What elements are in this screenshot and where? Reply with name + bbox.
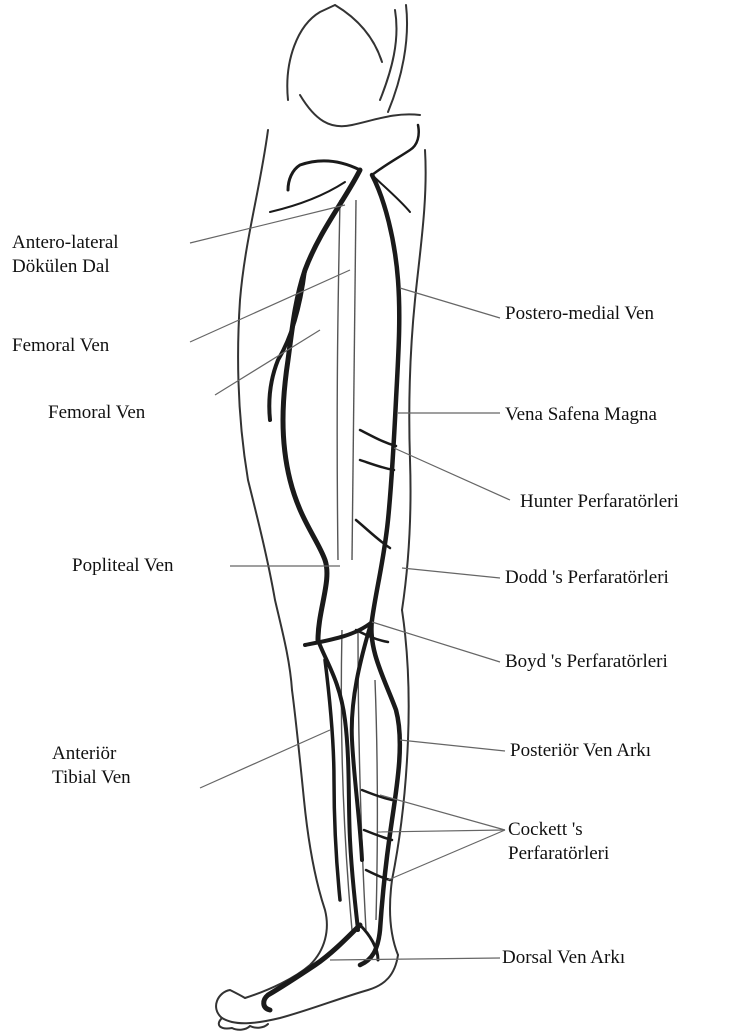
label-femoral-vein-2: Femoral Ven	[48, 401, 145, 425]
lateral-calf-edge	[245, 690, 327, 998]
label-dodd-perforators: Dodd 's Perfaratörleri	[505, 566, 669, 590]
foot-outline	[216, 955, 398, 1023]
label-antero-lateral: Antero-lateral Dökülen Dal	[12, 231, 119, 279]
great-saphenous-vein	[360, 175, 400, 965]
label-femoral-vein-1: Femoral Ven	[12, 334, 109, 358]
label-antero-lateral-line2: Dökülen Dal	[12, 255, 119, 279]
pelvic-tributary-2	[372, 125, 419, 175]
label-hunter-perforators: Hunter Perfaratörleri	[520, 490, 679, 514]
leader-dodd	[402, 568, 500, 578]
leader-femoral-1	[190, 270, 350, 342]
leader-cockett-2	[378, 830, 505, 832]
fibula-edge	[375, 680, 377, 920]
label-cockett-perforators: Cockett 's Perfaratörleri	[508, 818, 609, 866]
label-boyd-perforators: Boyd 's Perfaratörleri	[505, 650, 668, 674]
label-anterior-tibial-line1: Anteriör	[52, 742, 131, 766]
label-anterior-tibial-line2: Tibial Ven	[52, 766, 131, 790]
leader-dorsal-arc	[330, 958, 500, 960]
label-vena-safena-magna: Vena Safena Magna	[505, 403, 657, 427]
leader-anterior-tibial	[200, 730, 330, 788]
label-antero-lateral-line1: Antero-lateral	[12, 231, 119, 255]
label-posterior-venous-arch: Posteriör Ven Arkı	[510, 739, 651, 763]
leader-cockett-3	[388, 830, 505, 880]
femur-right-edge	[352, 200, 356, 560]
leader-posterior-arc	[400, 740, 505, 751]
label-anterior-tibial-vein: Anteriör Tibial Ven	[52, 742, 131, 790]
leader-femoral-2	[215, 330, 320, 395]
pelvis-outline	[287, 5, 420, 126]
label-popliteal-vein: Popliteal Ven	[72, 554, 174, 578]
label-postero-medial-vein: Postero-medial Ven	[505, 302, 654, 326]
label-cockett-line2: Perfaratörleri	[508, 842, 609, 866]
leader-cockett-1	[380, 795, 505, 830]
pelvic-tributary-3	[372, 175, 410, 212]
leader-boyd	[372, 622, 500, 662]
label-cockett-line1: Cockett 's	[508, 818, 609, 842]
anterior-tibial-vein	[325, 660, 340, 900]
label-dorsal-venous-arch: Dorsal Ven Arkı	[502, 946, 625, 970]
femoral-vein-main	[283, 170, 360, 640]
medial-thigh-edge	[402, 150, 426, 610]
femur-left-edge	[337, 200, 340, 560]
